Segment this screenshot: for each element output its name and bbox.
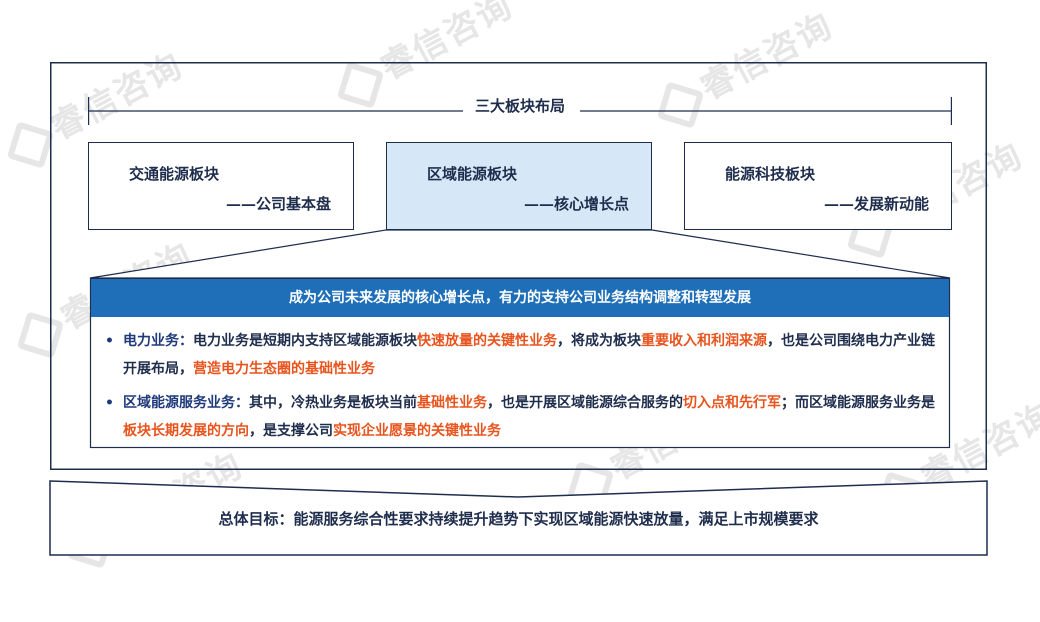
bullet-text: 区域能源服务业务：其中，冷热业务是板块当前基础性业务，也是开展区域能源综合服务的… bbox=[123, 395, 935, 439]
bullet-dot: • bbox=[105, 395, 114, 411]
segment-tagline: ——发展新动能 bbox=[823, 195, 929, 213]
core-description: • 电力业务：电力业务是短期内支持区域能源板块快速放量的关键性业务，将成为板块重… bbox=[91, 317, 949, 447]
segment-tagline: ——公司基本盘 bbox=[225, 195, 331, 213]
bullet-power-business: • 电力业务：电力业务是短期内支持区域能源板块快速放量的关键性业务，将成为板块重… bbox=[105, 327, 935, 383]
outer-frame bbox=[50, 62, 987, 470]
segment-name: 能源科技板块 bbox=[725, 165, 816, 183]
segment-energy-tech: 能源科技板块 ——发展新动能 bbox=[684, 142, 952, 230]
segment-tagline: ——核心增长点 bbox=[523, 195, 629, 213]
segment-name: 区域能源板块 bbox=[427, 165, 518, 183]
emphasis: 重要收入和利润来源 bbox=[641, 333, 767, 349]
emphasis: 营造电力生态圈的基础性业务 bbox=[193, 361, 375, 377]
section-title: 三大板块布局 bbox=[474, 97, 565, 115]
bullet-text: 电力业务：电力业务是短期内支持区域能源板块快速放量的关键性业务，将成为板块重要收… bbox=[123, 333, 935, 377]
goal-statement: 总体目标：能源服务综合性要求持续提升趋势下实现区域能源快速放量，满足上市规模要求 bbox=[218, 510, 819, 528]
segment-regional-energy: 区域能源板块 ——核心增长点 bbox=[386, 142, 652, 230]
bullet-lead: 电力业务： bbox=[123, 333, 193, 349]
range-bracket bbox=[88, 97, 952, 125]
emphasis: 板块长期发展的方向 bbox=[123, 423, 249, 439]
emphasis: 实现企业愿景的关键性业务 bbox=[333, 423, 501, 439]
emphasis: 基础性业务 bbox=[417, 395, 487, 411]
emphasis: 切入点和先行军 bbox=[683, 395, 781, 411]
bullet-regional-service: • 区域能源服务业务：其中，冷热业务是板块当前基础性业务，也是开展区域能源综合服… bbox=[105, 389, 935, 445]
emphasis: 快速放量的关键性业务 bbox=[417, 333, 557, 349]
bullet-lead: 区域能源服务业务： bbox=[123, 395, 249, 411]
bullet-dot: • bbox=[105, 333, 114, 349]
segment-transport-energy: 交通能源板块 ——公司基本盘 bbox=[88, 142, 354, 230]
segment-name: 交通能源板块 bbox=[129, 165, 220, 183]
core-header: 成为公司未来发展的核心增长点，有力的支持公司业务结构调整和转型发展 bbox=[91, 279, 949, 317]
